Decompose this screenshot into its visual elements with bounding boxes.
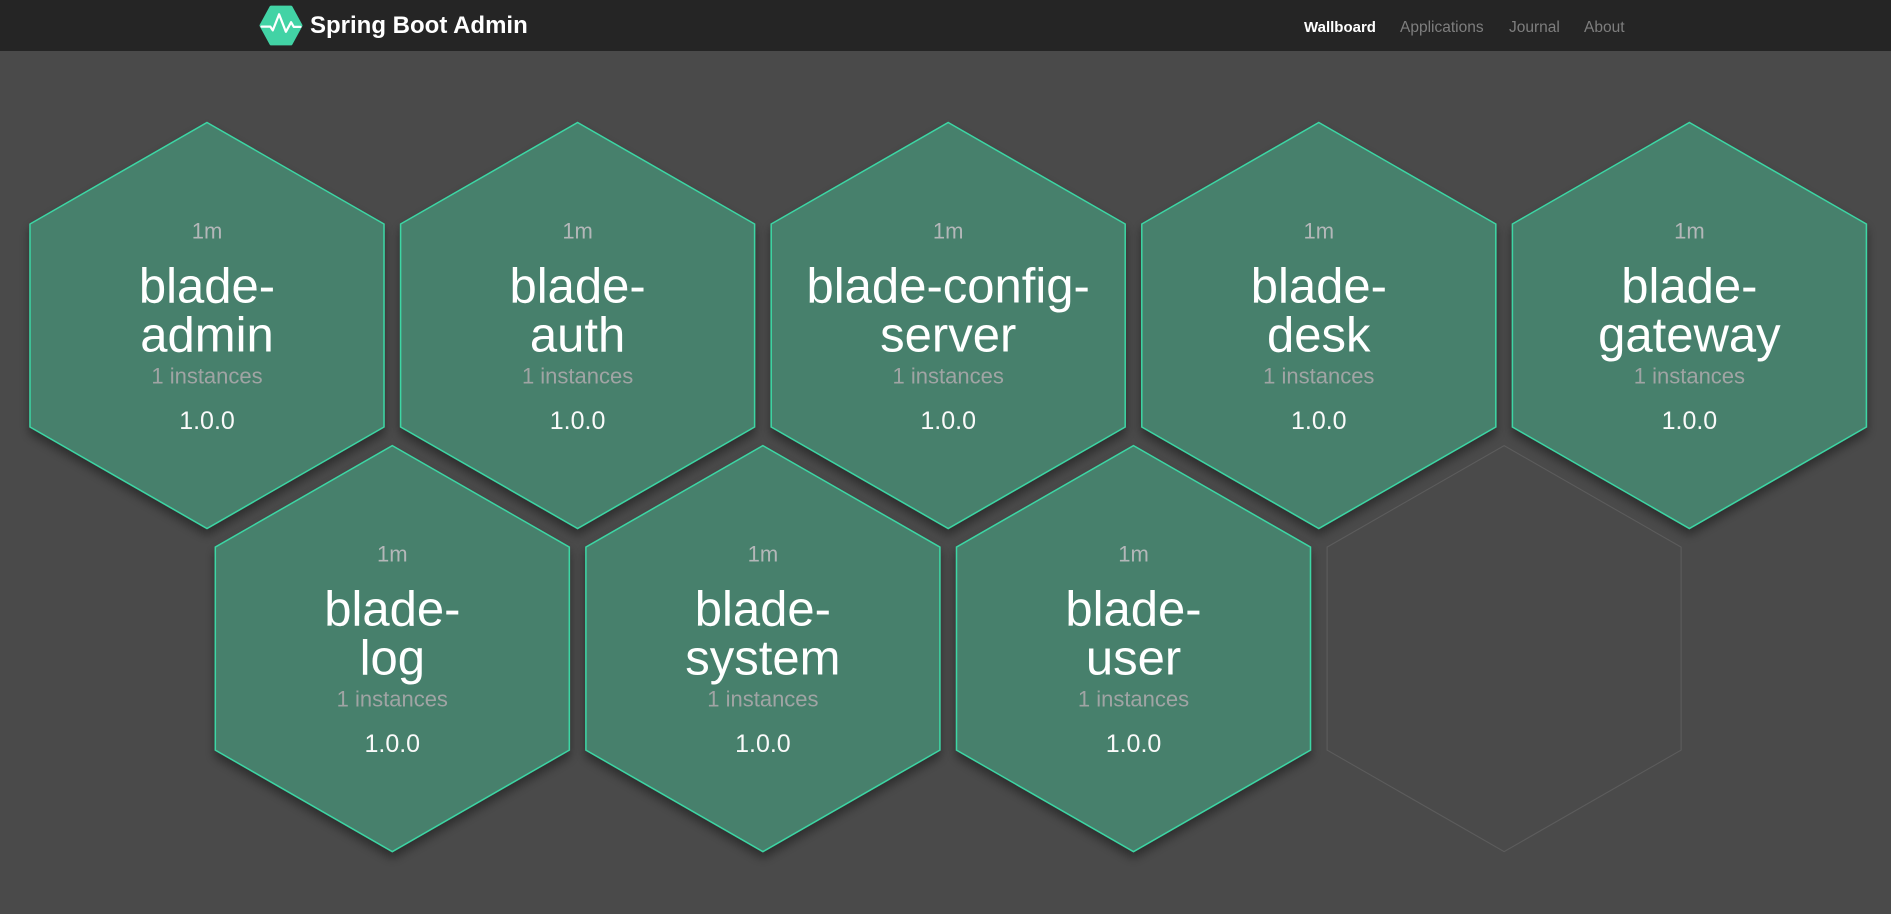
svg-text:blade-: blade-	[139, 260, 275, 314]
svg-text:desk: desk	[1267, 309, 1371, 363]
svg-text:1.0.0: 1.0.0	[179, 407, 235, 435]
svg-text:1m: 1m	[192, 219, 223, 244]
svg-text:1.0.0: 1.0.0	[1291, 407, 1347, 435]
svg-text:1m: 1m	[748, 542, 779, 567]
svg-text:1m: 1m	[1674, 219, 1705, 244]
svg-text:1 instances: 1 instances	[1263, 364, 1374, 389]
svg-text:blade-: blade-	[695, 583, 831, 637]
svg-text:blade-: blade-	[1621, 260, 1757, 314]
svg-text:1.0.0: 1.0.0	[920, 407, 976, 435]
svg-text:1m: 1m	[1118, 542, 1149, 567]
svg-text:1 instances: 1 instances	[1634, 364, 1745, 389]
svg-text:1 instances: 1 instances	[337, 687, 448, 712]
svg-text:user: user	[1086, 632, 1181, 686]
svg-text:1m: 1m	[377, 542, 408, 567]
svg-text:1.0.0: 1.0.0	[364, 730, 420, 758]
svg-text:1 instances: 1 instances	[707, 687, 818, 712]
svg-text:blade-: blade-	[324, 583, 460, 637]
svg-text:server: server	[880, 309, 1016, 363]
svg-text:1 instances: 1 instances	[893, 364, 1004, 389]
svg-text:blade-config-: blade-config-	[807, 260, 1090, 314]
svg-text:1.0.0: 1.0.0	[735, 730, 791, 758]
svg-text:blade-: blade-	[1251, 260, 1387, 314]
svg-text:blade-: blade-	[509, 260, 645, 314]
svg-text:1 instances: 1 instances	[522, 364, 633, 389]
svg-text:1m: 1m	[933, 219, 964, 244]
svg-text:1m: 1m	[562, 219, 593, 244]
svg-text:log: log	[360, 632, 425, 686]
svg-text:1 instances: 1 instances	[1078, 687, 1189, 712]
svg-text:admin: admin	[140, 309, 273, 363]
svg-text:1.0.0: 1.0.0	[550, 407, 606, 435]
svg-text:1 instances: 1 instances	[151, 364, 262, 389]
svg-text:auth: auth	[530, 309, 625, 363]
svg-text:1.0.0: 1.0.0	[1662, 407, 1718, 435]
svg-text:gateway: gateway	[1598, 309, 1781, 363]
svg-text:1.0.0: 1.0.0	[1106, 730, 1162, 758]
svg-text:1m: 1m	[1304, 219, 1335, 244]
svg-text:system: system	[685, 632, 840, 686]
svg-text:blade-: blade-	[1065, 583, 1201, 637]
